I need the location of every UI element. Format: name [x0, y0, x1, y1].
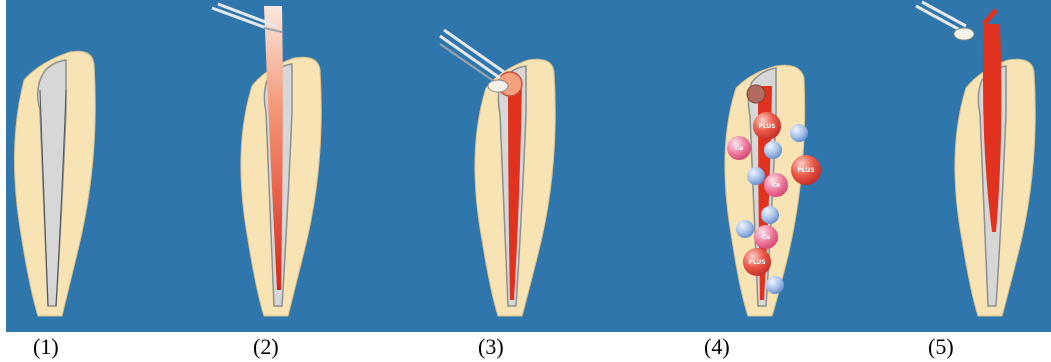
root-canal-procedure-diagram: PLUS PLUS PLUS Ca Ca Ca: [0, 0, 1051, 332]
ion-small-blue: [764, 141, 782, 159]
svg-text:PLUS: PLUS: [748, 259, 765, 266]
forceps-ring: [488, 80, 508, 92]
ion-small-blue: [761, 206, 779, 224]
step-label-4: (4): [704, 334, 730, 360]
sealer-head: [747, 85, 765, 103]
forceps-hinge: [440, 44, 498, 84]
ion-medium-pink: Ca: [764, 173, 788, 197]
ion-small-blue: [736, 220, 754, 238]
ion-small-blue: [790, 124, 808, 142]
forceps-icon: [916, 2, 966, 30]
tooth-1: [14, 51, 95, 316]
tooth-3: [440, 30, 555, 316]
forceps-ring: [954, 28, 974, 40]
ion-medium-pink: Ca: [754, 225, 778, 249]
tooth-4: PLUS PLUS PLUS Ca Ca Ca: [725, 65, 821, 316]
svg-text:PLUS: PLUS: [797, 167, 814, 174]
forceps-icon: [440, 30, 504, 78]
svg-text:Ca: Ca: [762, 234, 770, 241]
tooth-5: [916, 2, 1035, 316]
ion-large-red: PLUS: [753, 112, 781, 140]
ion-small-blue: [747, 167, 765, 185]
ion-large-red: PLUS: [791, 155, 821, 185]
step-label-5: (5): [928, 334, 954, 360]
svg-text:Ca: Ca: [735, 145, 743, 152]
ion-medium-pink: Ca: [727, 136, 751, 160]
svg-text:Ca: Ca: [772, 182, 780, 189]
tooth-2: [212, 4, 321, 316]
ion-large-red: PLUS: [743, 248, 771, 276]
step-label-1: (1): [33, 334, 59, 360]
filling-tip: [984, 10, 996, 24]
ion-small-blue: [766, 276, 784, 294]
step-label-3: (3): [478, 334, 504, 360]
step-label-2: (2): [253, 334, 279, 360]
svg-text:PLUS: PLUS: [758, 123, 775, 130]
